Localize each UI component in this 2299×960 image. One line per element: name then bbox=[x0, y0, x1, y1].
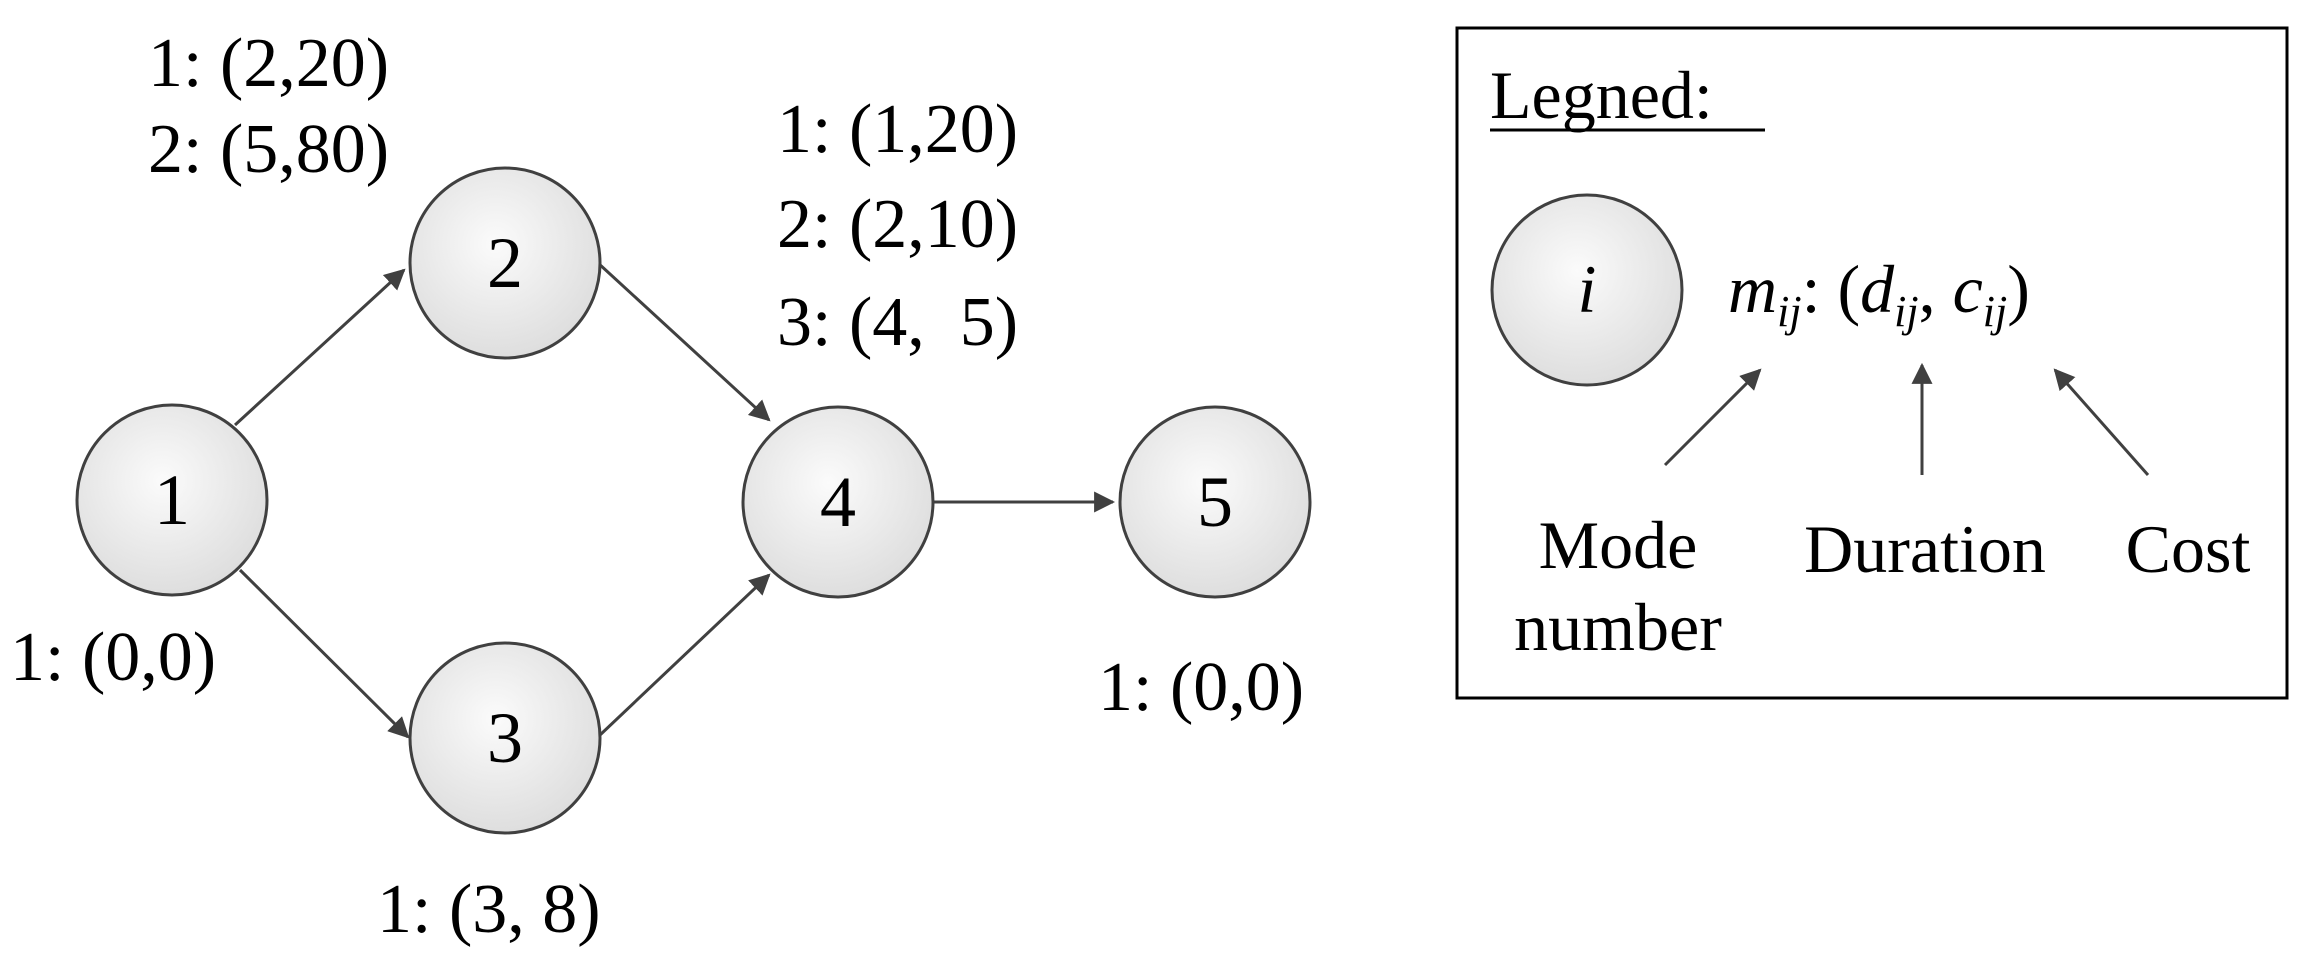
node-5-circle bbox=[1118, 405, 1312, 599]
legend-formula-close: ) bbox=[2007, 251, 2030, 327]
node-2-circle bbox=[408, 166, 602, 360]
node-2: 2 bbox=[408, 166, 602, 360]
node-4-mode-3: 3: (4, 5) bbox=[777, 284, 1018, 361]
edge-1-2 bbox=[233, 268, 406, 427]
legend-node-symbol: i bbox=[1578, 251, 1597, 327]
node-3: 3 bbox=[408, 641, 602, 835]
node-2-mode-1: 1: (2,20) bbox=[148, 25, 389, 102]
legend-caption-mode-line2: number bbox=[1514, 589, 1722, 665]
edge-3-4 bbox=[598, 573, 771, 737]
node-1: 1 bbox=[75, 403, 269, 597]
node-5: 5 bbox=[1118, 405, 1312, 599]
legend-arrow-mode bbox=[1663, 368, 1762, 467]
node-3-mode-1: 1: (3, 8) bbox=[377, 871, 601, 948]
legend-formula-open: : ( bbox=[1802, 251, 1861, 327]
edge-1-3 bbox=[238, 568, 410, 739]
edges bbox=[233, 261, 1116, 739]
legend-arrow-cost bbox=[2053, 368, 2150, 476]
legend-node-circle bbox=[1490, 193, 1684, 387]
legend: Legned: i mij: (dij, cij) Mode number Du… bbox=[1455, 26, 2289, 700]
node-4-mode-2: 2: (2,10) bbox=[777, 186, 1018, 263]
legend-caption-duration: Duration bbox=[1804, 511, 2046, 587]
legend-formula-comma: , bbox=[1919, 251, 1953, 327]
node-1-label: 1 bbox=[154, 460, 190, 540]
legend-formula-d: d bbox=[1860, 251, 1895, 327]
legend-title: Legned: bbox=[1490, 57, 1713, 133]
legend-formula: mij: (dij, cij) bbox=[1728, 251, 2030, 336]
node-3-label: 3 bbox=[487, 698, 523, 778]
node-1-circle bbox=[75, 403, 269, 597]
legend-formula-m-sub: ij bbox=[1777, 287, 1801, 336]
node-2-mode-2: 2: (5,80) bbox=[148, 111, 389, 188]
node-2-label: 2 bbox=[487, 223, 523, 303]
node-4-circle bbox=[741, 405, 935, 599]
legend-formula-c: c bbox=[1953, 251, 1983, 327]
legend-formula-d-sub: ij bbox=[1894, 287, 1918, 336]
node-4-label: 4 bbox=[820, 462, 856, 542]
node-4-mode-1: 1: (1,20) bbox=[777, 91, 1018, 168]
node-5-mode-1: 1: (0,0) bbox=[1098, 649, 1304, 726]
legend-caption-mode-line1: Mode bbox=[1539, 507, 1698, 583]
node-3-circle bbox=[408, 641, 602, 835]
legend-formula-c-sub: ij bbox=[1983, 287, 2007, 336]
edge-2-4 bbox=[596, 261, 771, 422]
node-4: 4 bbox=[741, 405, 935, 599]
legend-caption-cost: Cost bbox=[2126, 511, 2251, 587]
node-5-label: 5 bbox=[1197, 462, 1233, 542]
mode-labels: 1: (2,20) 2: (5,80) 1: (1,20) 2: (2,10) … bbox=[10, 25, 1304, 948]
legend-arrows bbox=[1663, 362, 2150, 476]
node-1-mode-1: 1: (0,0) bbox=[10, 619, 216, 696]
legend-formula-m: m bbox=[1728, 251, 1777, 327]
